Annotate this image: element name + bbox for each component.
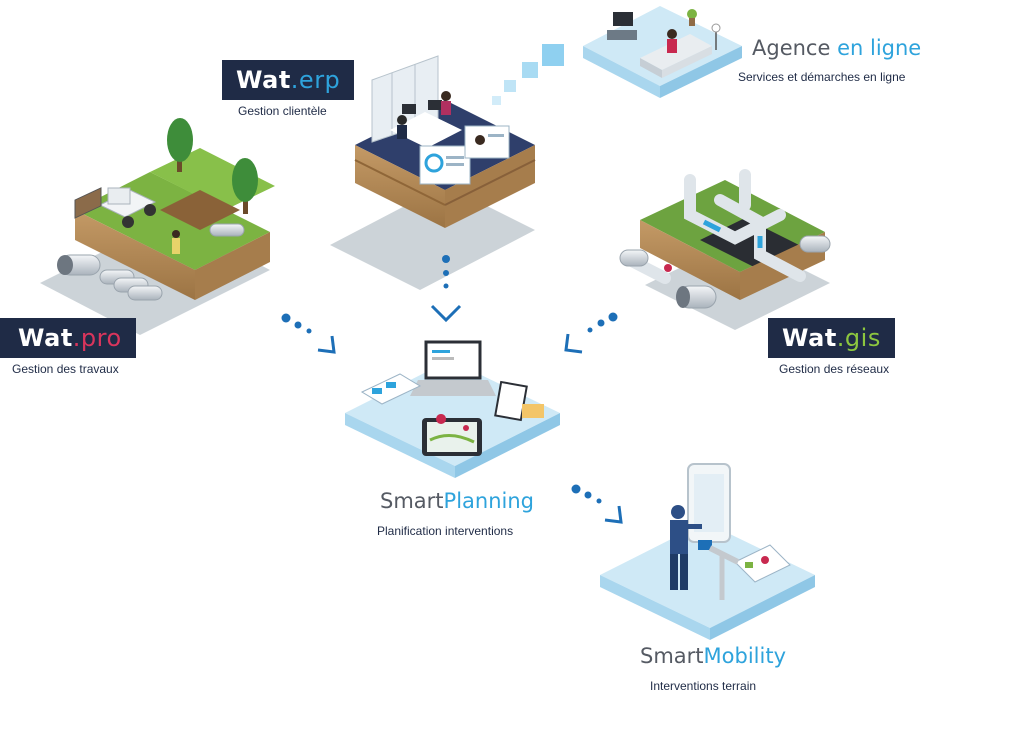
wat-gis-name: Wat (782, 324, 837, 352)
smart-planning-name: Smart (380, 489, 444, 513)
agence-name: Agence (752, 36, 838, 60)
smart-mobility-title: SmartMobility (640, 644, 786, 668)
living-room-scene-icon (583, 6, 742, 98)
smart-mobility-subtitle: Interventions terrain (650, 679, 757, 693)
connector-gis-to-planning (564, 312, 618, 354)
smart-planning-accent: Planning (443, 489, 534, 513)
planning-desk-scene-icon (345, 340, 560, 478)
office-scene-icon (330, 55, 536, 290)
connector-erp-to-planning (430, 255, 462, 323)
agence-title: Agence en ligne (752, 36, 921, 60)
wat-pro-subtitle: Gestion des travaux (12, 362, 119, 376)
wat-erp-accent: .erp (290, 66, 341, 94)
smart-planning-title: SmartPlanning (380, 489, 534, 513)
agence-accent: en ligne (837, 36, 922, 60)
pipe-network-scene-icon (619, 169, 831, 330)
data-cubes-icon (492, 44, 564, 105)
wat-gis-badge: Wat.gis (768, 318, 895, 358)
connector-pro-to-planning (281, 313, 336, 354)
connector-planning-to-mobility (571, 484, 623, 524)
agence-subtitle: Services et démarches en ligne (738, 70, 906, 84)
wat-gis-subtitle: Gestion des réseaux (779, 362, 890, 376)
field-technician-scene-icon (600, 463, 815, 640)
wat-erp-name: Wat (236, 66, 291, 94)
wat-gis-accent: .gis (836, 324, 881, 352)
wat-erp-subtitle: Gestion clientèle (238, 104, 327, 118)
smart-mobility-name: Smart (640, 644, 704, 668)
wat-pro-accent: .pro (72, 324, 122, 352)
wat-pro-badge: Wat.pro (0, 318, 136, 358)
smart-planning-subtitle: Planification interventions (377, 524, 514, 538)
wat-pro-name: Wat (18, 324, 73, 352)
smart-mobility-accent: Mobility (703, 644, 786, 668)
wat-erp-badge: Wat.erp (222, 60, 355, 100)
worksite-scene-icon (40, 118, 275, 335)
